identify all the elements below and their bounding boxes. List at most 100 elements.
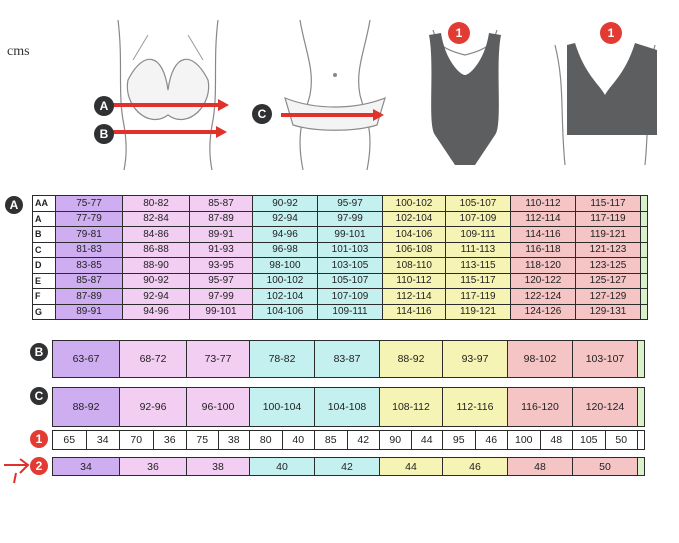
table-cell: 84-86 <box>122 226 190 243</box>
table-cell: 99-101 <box>317 226 383 243</box>
table-b-badge: B <box>30 343 48 361</box>
table-cell: 115-117 <box>575 195 641 212</box>
size-alt: 36 <box>152 431 187 449</box>
size-alt: 42 <box>346 431 380 449</box>
size-eu: 75 <box>196 434 209 446</box>
hand-drawn-arrow-icon <box>4 458 30 484</box>
swimsuit-marker-badge: 1 <box>448 22 470 44</box>
cup-label: E <box>32 272 56 289</box>
size-eu: 95 <box>452 434 465 446</box>
table-cell: 125-127 <box>575 272 641 289</box>
hip-figure <box>281 20 386 170</box>
size-cell: 100-104 <box>250 388 315 426</box>
size-cell: 104-108 <box>315 388 380 426</box>
edge-cell <box>640 210 648 227</box>
table-cell: 89-91 <box>189 226 253 243</box>
table-cell: 108-110 <box>382 257 446 274</box>
table-cell: 107-109 <box>445 210 511 227</box>
table-cell: 93-95 <box>189 257 253 274</box>
cup-label: D <box>32 257 56 274</box>
bust-figure <box>112 20 229 170</box>
table-cell: 102-104 <box>382 210 446 227</box>
edge-cell <box>640 226 648 243</box>
table-cell: 96-98 <box>252 241 318 258</box>
table-c-badge: C <box>30 387 48 405</box>
table-cell: 98-100 <box>252 257 318 274</box>
size-cell: 116-120 <box>508 388 573 426</box>
table-cell: 100-102 <box>252 272 318 289</box>
marker-c-badge: C <box>252 104 272 124</box>
table-cell: 116-118 <box>510 241 576 258</box>
edge-cell <box>640 272 648 289</box>
size-eu: 85 <box>324 434 337 446</box>
row-2-badge: 2 <box>30 457 48 475</box>
marker-a-badge: A <box>94 96 114 116</box>
size-eu: 90 <box>389 434 402 446</box>
bra-marker-badge: 1 <box>600 22 622 44</box>
table-cell: 81-83 <box>55 241 123 258</box>
table-cell: 83-85 <box>55 257 123 274</box>
size-cell: 40 <box>250 458 315 475</box>
size-cell: 36 <box>120 458 187 475</box>
table-cell: 115-117 <box>445 272 511 289</box>
marker-b-badge: B <box>94 124 114 144</box>
table-cell: 111-113 <box>445 241 511 258</box>
table-cell: 85-87 <box>55 272 123 289</box>
table-cell: 99-101 <box>189 303 253 320</box>
size-eu: 105 <box>579 434 598 446</box>
table-cell: 121-123 <box>575 241 641 258</box>
size-cell: 42 <box>315 458 380 475</box>
table-cell: 86-88 <box>122 241 190 258</box>
size-cell: 34 <box>53 458 120 475</box>
table-cell: 92-94 <box>252 210 318 227</box>
size-eu: 65 <box>63 434 76 446</box>
size-pair: 105 50 <box>573 431 638 449</box>
row-1-badge: 1 <box>30 430 48 448</box>
table-cell: 122-124 <box>510 288 576 305</box>
table-cell: 107-109 <box>317 288 383 305</box>
table-cell: 110-112 <box>382 272 446 289</box>
size-cell: 50 <box>573 458 638 475</box>
size-cell: 96-100 <box>187 388 250 426</box>
size-cell: 46 <box>443 458 508 475</box>
table-cell: 118-120 <box>510 257 576 274</box>
size-alt: 34 <box>85 431 120 449</box>
size-cell: 98-102 <box>508 341 573 377</box>
size-alt: 50 <box>604 431 638 449</box>
size-cell: 93-97 <box>443 341 508 377</box>
cup-label: AA <box>32 195 56 212</box>
table-cell: 104-106 <box>252 303 318 320</box>
unit-label: cms <box>7 44 30 59</box>
table-cell: 102-104 <box>252 288 318 305</box>
size-pair: 80 40 <box>250 431 315 449</box>
table-cell: 94-96 <box>122 303 190 320</box>
table-cell: 87-89 <box>189 210 253 227</box>
table-cell: 94-96 <box>252 226 318 243</box>
table-cell: 120-122 <box>510 272 576 289</box>
table-cell: 90-92 <box>252 195 318 212</box>
table-cell: 80-82 <box>122 195 190 212</box>
table-cell: 117-119 <box>575 210 641 227</box>
cup-label: B <box>32 226 56 243</box>
table-cell: 105-107 <box>317 272 383 289</box>
cup-label: G <box>32 303 56 320</box>
size-eu: 100 <box>514 434 533 446</box>
table-cell: 114-116 <box>382 303 446 320</box>
size-pair: 65 34 <box>53 431 120 449</box>
size-eu: 80 <box>259 434 272 446</box>
size-alt: 46 <box>474 431 508 449</box>
size-alt: 40 <box>281 431 315 449</box>
size-cell: 83-87 <box>315 341 380 377</box>
size-cell: 63-67 <box>53 341 120 377</box>
size-cell: 38 <box>187 458 250 475</box>
